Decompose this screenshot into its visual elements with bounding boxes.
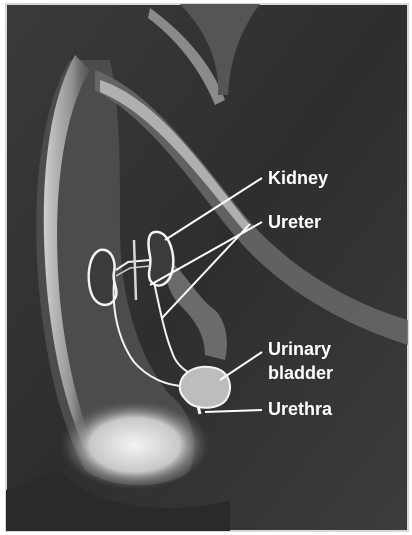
left-kidney [89,250,117,305]
urinary-bladder-label-line1: Urinary [268,339,331,359]
urethra [198,406,200,414]
urinary-bladder [180,367,230,408]
kidney-label: Kidney [268,168,328,188]
ureter-label: Ureter [268,212,321,232]
urethra-label: Urethra [268,399,333,419]
urinary-bladder-label-line2: bladder [268,363,333,383]
